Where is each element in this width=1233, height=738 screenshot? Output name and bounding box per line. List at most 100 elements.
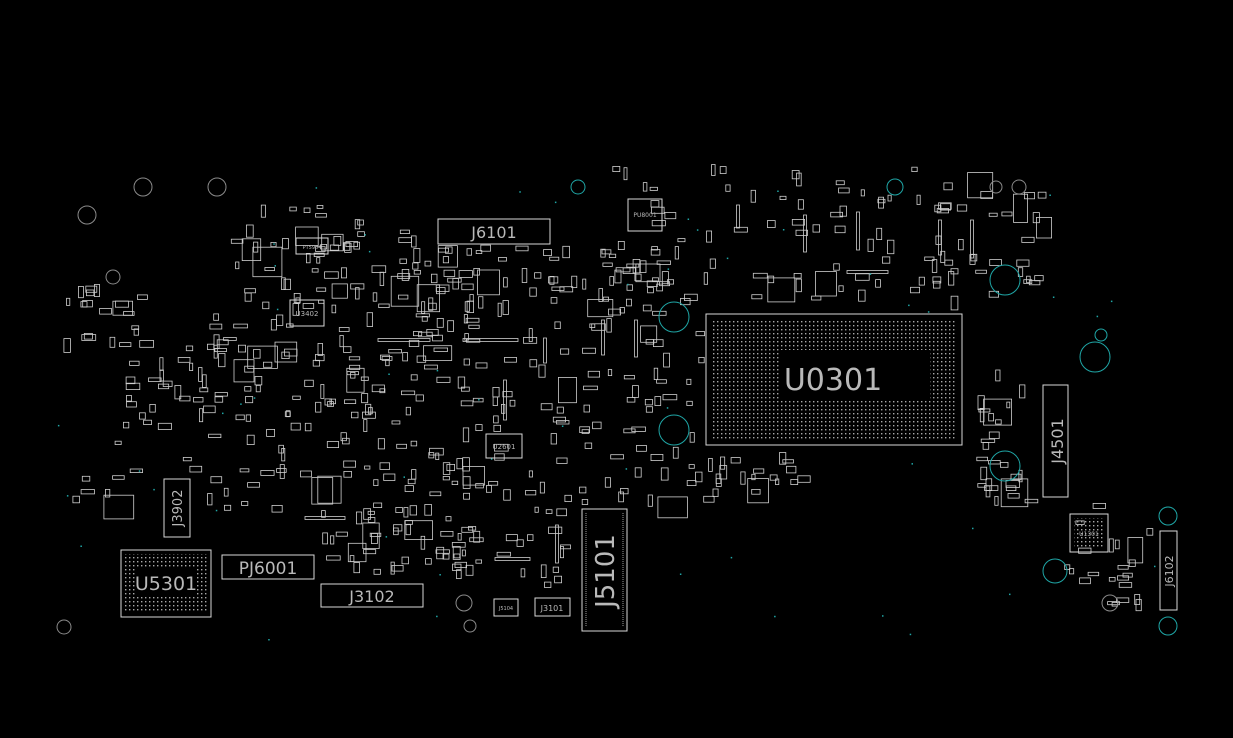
smd-part bbox=[407, 478, 416, 485]
smd-part bbox=[373, 479, 379, 487]
smd-part bbox=[401, 556, 409, 565]
smd-part bbox=[626, 284, 633, 291]
test-point bbox=[869, 273, 872, 275]
smd-part bbox=[661, 271, 669, 285]
smd-part bbox=[457, 533, 462, 541]
smd-part bbox=[317, 475, 342, 504]
smd-part bbox=[461, 526, 474, 533]
smd-part bbox=[284, 348, 298, 357]
smd-part bbox=[582, 347, 596, 354]
smd-part bbox=[179, 395, 191, 402]
test-point bbox=[385, 536, 388, 538]
smd-part bbox=[556, 406, 564, 414]
smd-part bbox=[540, 403, 553, 411]
component-u0301[interactable]: U0301 bbox=[705, 313, 963, 446]
smd-part bbox=[1018, 469, 1023, 483]
smd-part bbox=[99, 307, 112, 315]
smd-part bbox=[343, 346, 352, 353]
smd-part bbox=[978, 408, 991, 413]
component-j5101[interactable]: J5101 bbox=[581, 508, 628, 632]
smd-part bbox=[412, 331, 423, 337]
smd-part bbox=[970, 219, 974, 259]
smd-part bbox=[650, 249, 661, 256]
smd-part bbox=[409, 505, 418, 516]
smd-part bbox=[412, 262, 419, 270]
component-j3102[interactable]: J3102 bbox=[320, 583, 424, 608]
component-pu8001[interactable]: PU8001 bbox=[627, 198, 663, 232]
smd-part bbox=[383, 473, 396, 481]
smd-part bbox=[790, 479, 799, 485]
smd-part bbox=[437, 245, 458, 268]
smd-part bbox=[364, 465, 371, 470]
smd-part bbox=[357, 219, 364, 226]
smd-part bbox=[480, 244, 491, 252]
smd-part bbox=[435, 284, 450, 292]
smd-part bbox=[112, 300, 134, 316]
smd-part bbox=[608, 308, 622, 316]
mounting-hole bbox=[1158, 616, 1178, 636]
test-point bbox=[519, 191, 521, 193]
smd-part bbox=[779, 452, 787, 465]
component-j6102[interactable]: J6102 bbox=[1159, 530, 1178, 611]
smd-part bbox=[370, 533, 378, 544]
smd-part bbox=[411, 469, 417, 480]
smd-part bbox=[654, 396, 662, 406]
smd-part bbox=[617, 240, 625, 250]
smd-part bbox=[910, 286, 921, 294]
smd-part bbox=[425, 558, 432, 565]
test-point bbox=[253, 397, 256, 399]
smd-part bbox=[353, 241, 360, 250]
component-j3902[interactable]: J3902 bbox=[163, 478, 191, 538]
smd-part bbox=[477, 269, 500, 296]
test-point bbox=[273, 243, 275, 245]
smd-part bbox=[468, 324, 480, 329]
smd-part bbox=[311, 477, 334, 505]
smd-part bbox=[475, 424, 483, 432]
smd-part bbox=[720, 456, 726, 470]
smd-part bbox=[433, 347, 449, 352]
smd-part bbox=[1111, 602, 1118, 607]
smd-part bbox=[361, 411, 376, 419]
mounting-hole bbox=[658, 301, 690, 333]
component-j6101[interactable]: J6101 bbox=[437, 218, 551, 245]
smd-part bbox=[1021, 236, 1035, 243]
smd-part bbox=[1078, 547, 1092, 554]
smd-part bbox=[377, 438, 385, 450]
smd-part bbox=[210, 476, 223, 484]
smd-part bbox=[606, 318, 612, 333]
smd-part bbox=[529, 359, 538, 368]
mounting-hole bbox=[1158, 506, 1178, 526]
smd-part bbox=[793, 272, 802, 279]
component-j3101[interactable]: J3101 bbox=[534, 597, 571, 617]
smd-part bbox=[81, 475, 91, 482]
smd-part bbox=[469, 537, 484, 543]
component-pt5904[interactable]: PT5904 bbox=[295, 237, 329, 255]
component-u2601[interactable]: U2601 bbox=[485, 433, 523, 459]
smd-part bbox=[980, 438, 996, 443]
component-j5104[interactable]: J5104 bbox=[493, 598, 519, 617]
mounting-hole bbox=[886, 178, 904, 196]
component-u5301[interactable]: U5301 bbox=[120, 549, 212, 618]
smd-part bbox=[496, 551, 511, 557]
smd-part bbox=[556, 457, 568, 464]
smd-part bbox=[686, 480, 697, 487]
test-point bbox=[276, 308, 279, 311]
smd-part bbox=[300, 470, 312, 478]
smd-part bbox=[290, 422, 301, 431]
smd-part bbox=[464, 301, 470, 312]
smd-part bbox=[429, 447, 444, 456]
smd-part bbox=[485, 485, 492, 493]
smd-part bbox=[442, 475, 450, 481]
component-u3402[interactable]: U3402 bbox=[289, 299, 325, 327]
smd-part bbox=[796, 172, 802, 187]
component-j4501[interactable]: J4501 bbox=[1042, 384, 1069, 498]
component-u1301[interactable]: U1301 bbox=[1069, 513, 1109, 553]
label-pu8001: PU8001 bbox=[633, 212, 656, 219]
smd-part bbox=[452, 278, 459, 290]
component-pj6001[interactable]: PJ6001 bbox=[221, 554, 315, 580]
smd-part bbox=[133, 328, 140, 336]
smd-part bbox=[554, 321, 561, 329]
smd-part bbox=[549, 275, 555, 285]
smd-part bbox=[420, 535, 426, 550]
smd-part bbox=[767, 275, 775, 284]
